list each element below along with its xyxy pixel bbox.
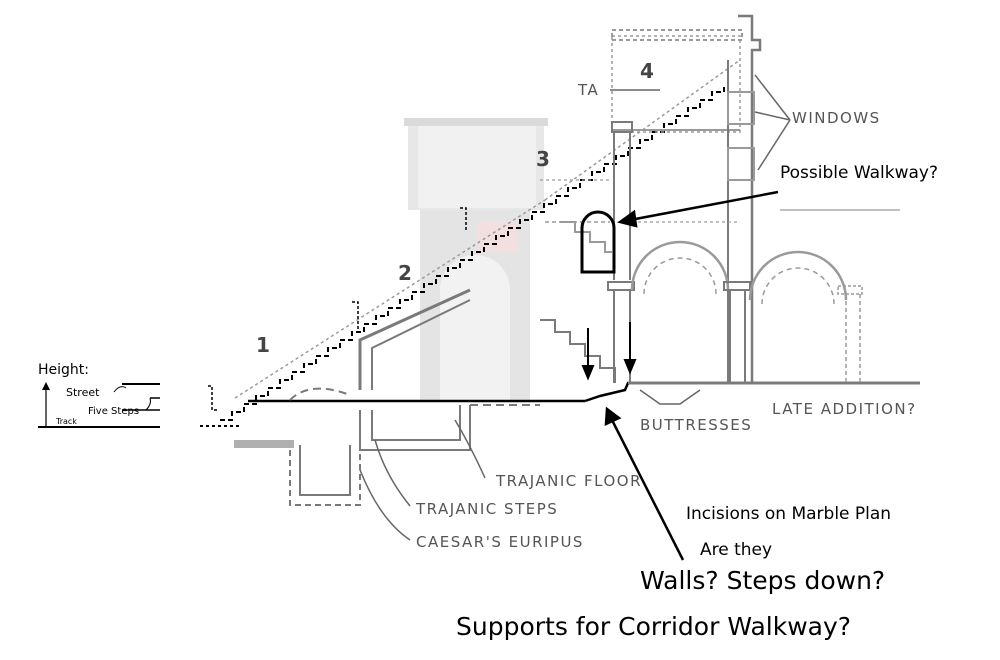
down-arrows bbox=[581, 322, 637, 381]
five-steps-label: Five Steps bbox=[88, 406, 139, 417]
foundations bbox=[234, 387, 540, 506]
height-legend: Height: Street Five Steps Track bbox=[38, 362, 160, 428]
section-number-2: 2 bbox=[398, 261, 412, 285]
street-label: Street bbox=[66, 386, 100, 399]
walkway-arch bbox=[580, 210, 616, 274]
trajanic-steps-label: TRAJANIC STEPS bbox=[415, 500, 558, 518]
step-markers bbox=[208, 207, 467, 411]
annotation-arrows bbox=[604, 190, 779, 561]
building-structure bbox=[540, 14, 900, 383]
possible-walkway-note: Possible Walkway? bbox=[780, 163, 938, 183]
leader-lines bbox=[359, 74, 791, 541]
buttresses-label: BUTTRESSES bbox=[640, 416, 752, 434]
section-number-1: 1 bbox=[256, 333, 270, 357]
caesars-euripus-label: CAESAR'S EURIPUS bbox=[416, 533, 584, 551]
arch-photo-overlay bbox=[404, 118, 548, 400]
question-walls-note: Walls? Steps down? bbox=[640, 566, 885, 595]
are-they-note: Are they bbox=[700, 540, 772, 560]
track-label: Track bbox=[55, 417, 77, 426]
section-number-3: 3 bbox=[536, 147, 550, 171]
trajanic-floor-label: TRAJANIC FLOOR bbox=[495, 472, 642, 490]
late-addition-label: LATE ADDITION? bbox=[772, 400, 917, 418]
section-number-4: 4 bbox=[640, 59, 654, 83]
ground-lines bbox=[200, 381, 920, 427]
windows-label: WINDOWS bbox=[792, 109, 881, 127]
ta-label: TA bbox=[577, 81, 599, 99]
question-supports-note: Supports for Corridor Walkway? bbox=[456, 612, 851, 641]
incisions-note: Incisions on Marble Plan bbox=[686, 504, 891, 524]
height-legend-title: Height: bbox=[38, 362, 89, 378]
